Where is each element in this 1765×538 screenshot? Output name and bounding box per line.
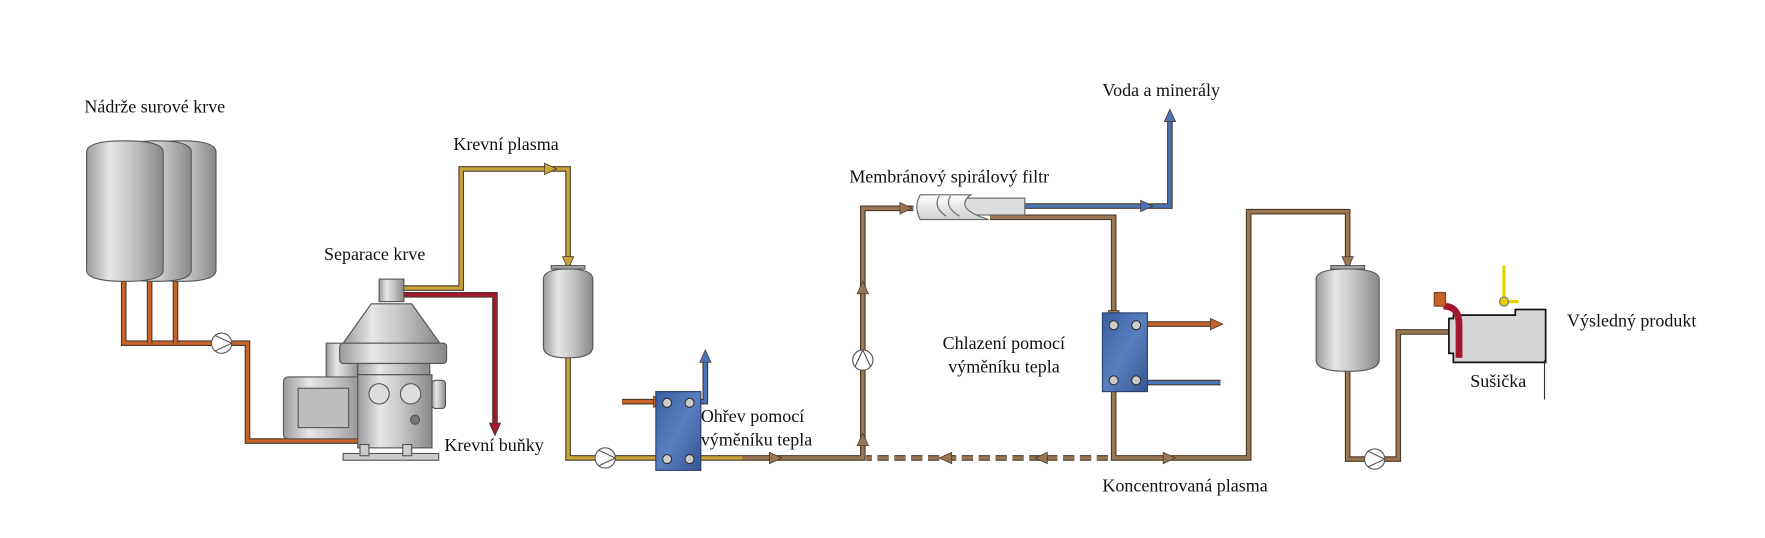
flow-arrow-icon bbox=[488, 422, 502, 437]
label-blood-cells: Krevní buňky bbox=[444, 435, 543, 455]
concentrate-pipe bbox=[1110, 208, 1351, 461]
heating-heat-exchanger bbox=[655, 391, 702, 471]
flow-arrow-icon bbox=[1033, 451, 1048, 465]
flow-arrow-icon bbox=[899, 202, 914, 215]
label-water-minerals: Voda a minerály bbox=[1102, 80, 1220, 100]
pump-icon bbox=[852, 348, 874, 371]
membrane-spiral-filter bbox=[916, 194, 1026, 221]
label-cooling-1: Chlazení pomocí bbox=[943, 333, 1065, 353]
pumps bbox=[210, 332, 1387, 470]
process-pipe bbox=[742, 205, 914, 461]
raw-blood-tanks bbox=[86, 140, 217, 282]
flow-arrow-icon bbox=[1163, 108, 1177, 123]
label-dryer: Sušička bbox=[1470, 371, 1526, 391]
label-membrane-filter: Membránový spirálový filtr bbox=[849, 166, 1049, 186]
cooling-heat-exchanger bbox=[1101, 312, 1148, 393]
plasma-tank bbox=[542, 265, 594, 359]
label-final-product: Výsledný produkt bbox=[1567, 310, 1696, 330]
label-blood-separation: Separace krve bbox=[324, 244, 425, 264]
filter-retentate-pipe bbox=[989, 214, 1117, 321]
water-pipe bbox=[1023, 118, 1173, 209]
plasma-pipe bbox=[403, 166, 571, 291]
label-heating-2: výměníku tepla bbox=[701, 430, 812, 450]
pump-icon bbox=[210, 332, 234, 354]
flow-arrow-icon bbox=[769, 451, 783, 465]
flow-arrow-icon bbox=[699, 349, 712, 363]
pump-icon bbox=[594, 447, 617, 469]
flow-arrow-icon bbox=[856, 432, 870, 447]
dryer bbox=[1433, 265, 1547, 400]
concentrate-pipe-2 bbox=[1344, 329, 1452, 462]
flow-arrow-icon bbox=[561, 256, 575, 270]
label-cooling-2: výměníku tepla bbox=[948, 356, 1059, 376]
plasma-pipe-2 bbox=[565, 357, 743, 461]
flow-arrows bbox=[488, 108, 1354, 465]
flow-arrow-icon bbox=[1140, 199, 1154, 213]
pipes bbox=[120, 118, 1452, 462]
flow-arrow-icon bbox=[938, 451, 953, 465]
label-raw-blood-tanks: Nádrže surové krve bbox=[84, 97, 225, 117]
blood-cells-pipe bbox=[403, 292, 498, 428]
concentrate-tank bbox=[1315, 265, 1380, 372]
pump-icon bbox=[1363, 448, 1387, 470]
blood-separator bbox=[282, 278, 448, 461]
flow-arrow-icon bbox=[544, 162, 558, 176]
flow-arrow-icon bbox=[1341, 256, 1354, 270]
flow-arrow-icon bbox=[856, 280, 870, 295]
flow-arrow-icon bbox=[1210, 317, 1224, 331]
label-blood-plasma: Krevní plasma bbox=[453, 134, 558, 154]
flow-arrow-icon bbox=[1162, 451, 1177, 465]
label-heating-1: Ohřev pomocí bbox=[701, 406, 804, 426]
raw-blood-pipe bbox=[120, 281, 360, 444]
label-concentrated-plasma: Koncentrovaná plasma bbox=[1102, 476, 1267, 496]
